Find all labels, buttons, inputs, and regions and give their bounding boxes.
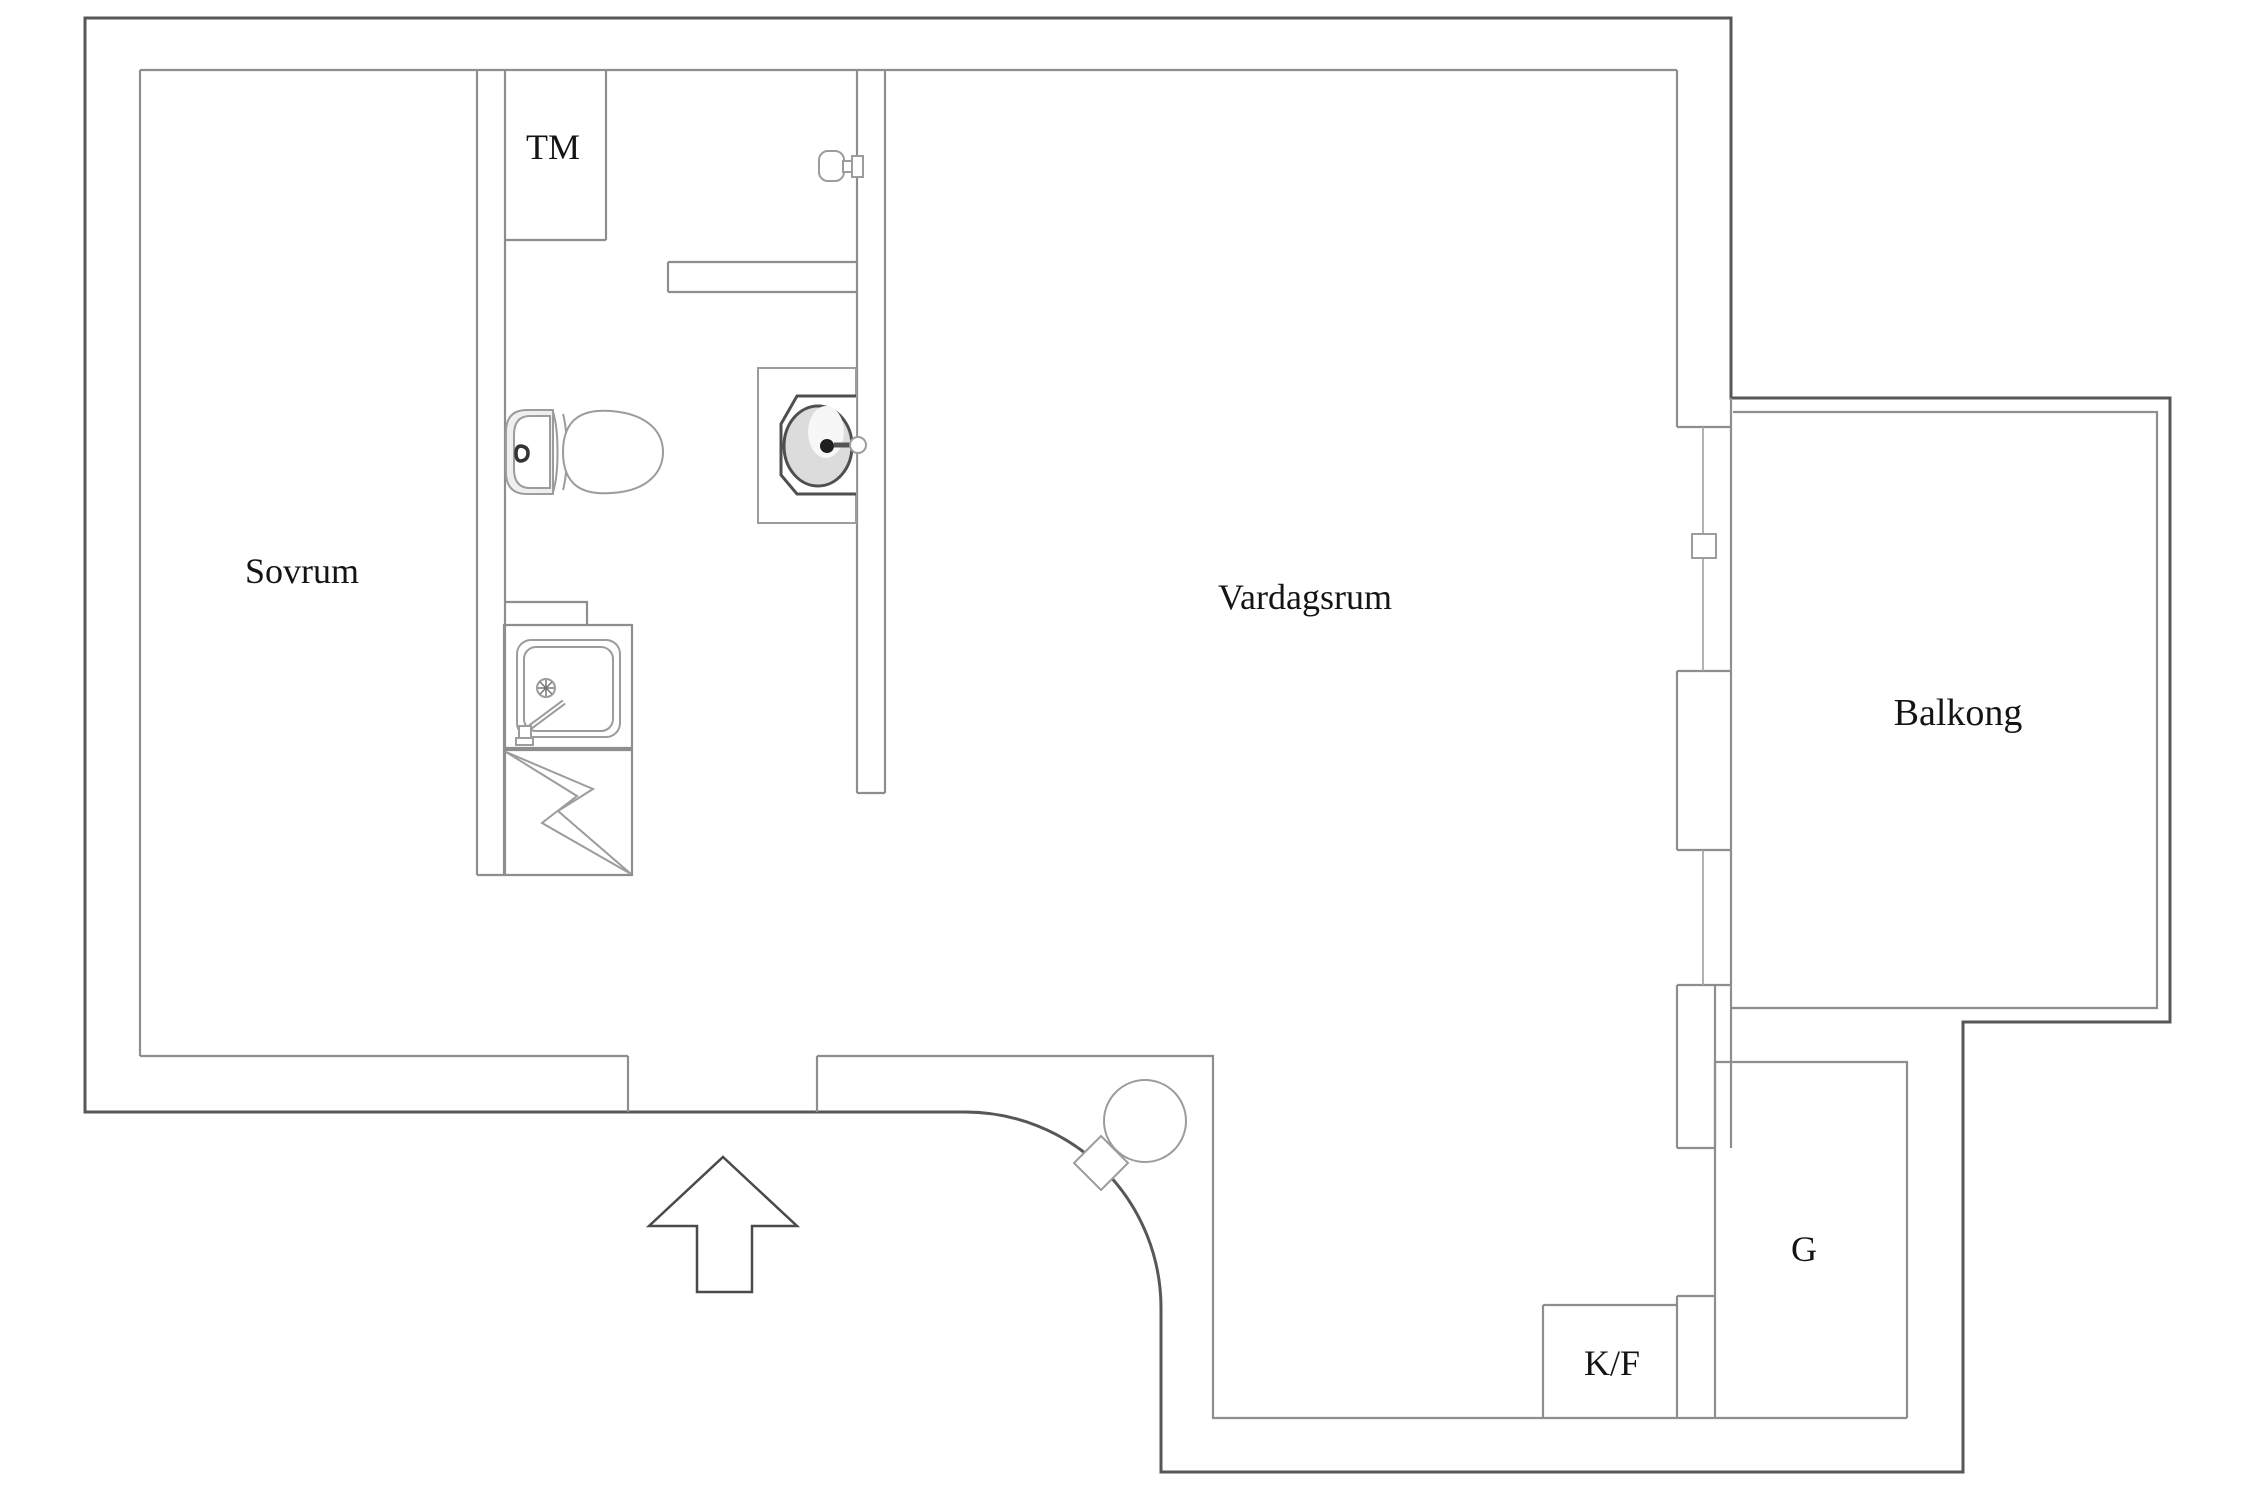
kitchen-sink-icon [515, 639, 621, 746]
room-label-fridge-freezer: K/F [1584, 1343, 1640, 1383]
room-label-balcony: Balkong [1894, 692, 2023, 734]
washbasin-icon [757, 367, 867, 524]
room-labels: Sovrum TM Vardagsrum Balkong G K/F [245, 127, 2022, 1383]
toilet-icon [505, 409, 665, 495]
inner-walls [138, 68, 2159, 1420]
room-label-bedroom: Sovrum [245, 551, 359, 591]
window-handle-icon [1691, 533, 1717, 559]
room-label-living-room: Vardagsrum [1218, 577, 1392, 617]
room-label-wardrobe: G [1791, 1229, 1817, 1269]
lightning-bolt-icon [505, 751, 632, 875]
room-label-washing-machine: TM [526, 127, 580, 167]
wall-tap-icon [818, 150, 864, 182]
outer-walls [83, 16, 2172, 1474]
door-knob-icon [1072, 1079, 1187, 1192]
entrance-arrow-icon [645, 1155, 801, 1294]
